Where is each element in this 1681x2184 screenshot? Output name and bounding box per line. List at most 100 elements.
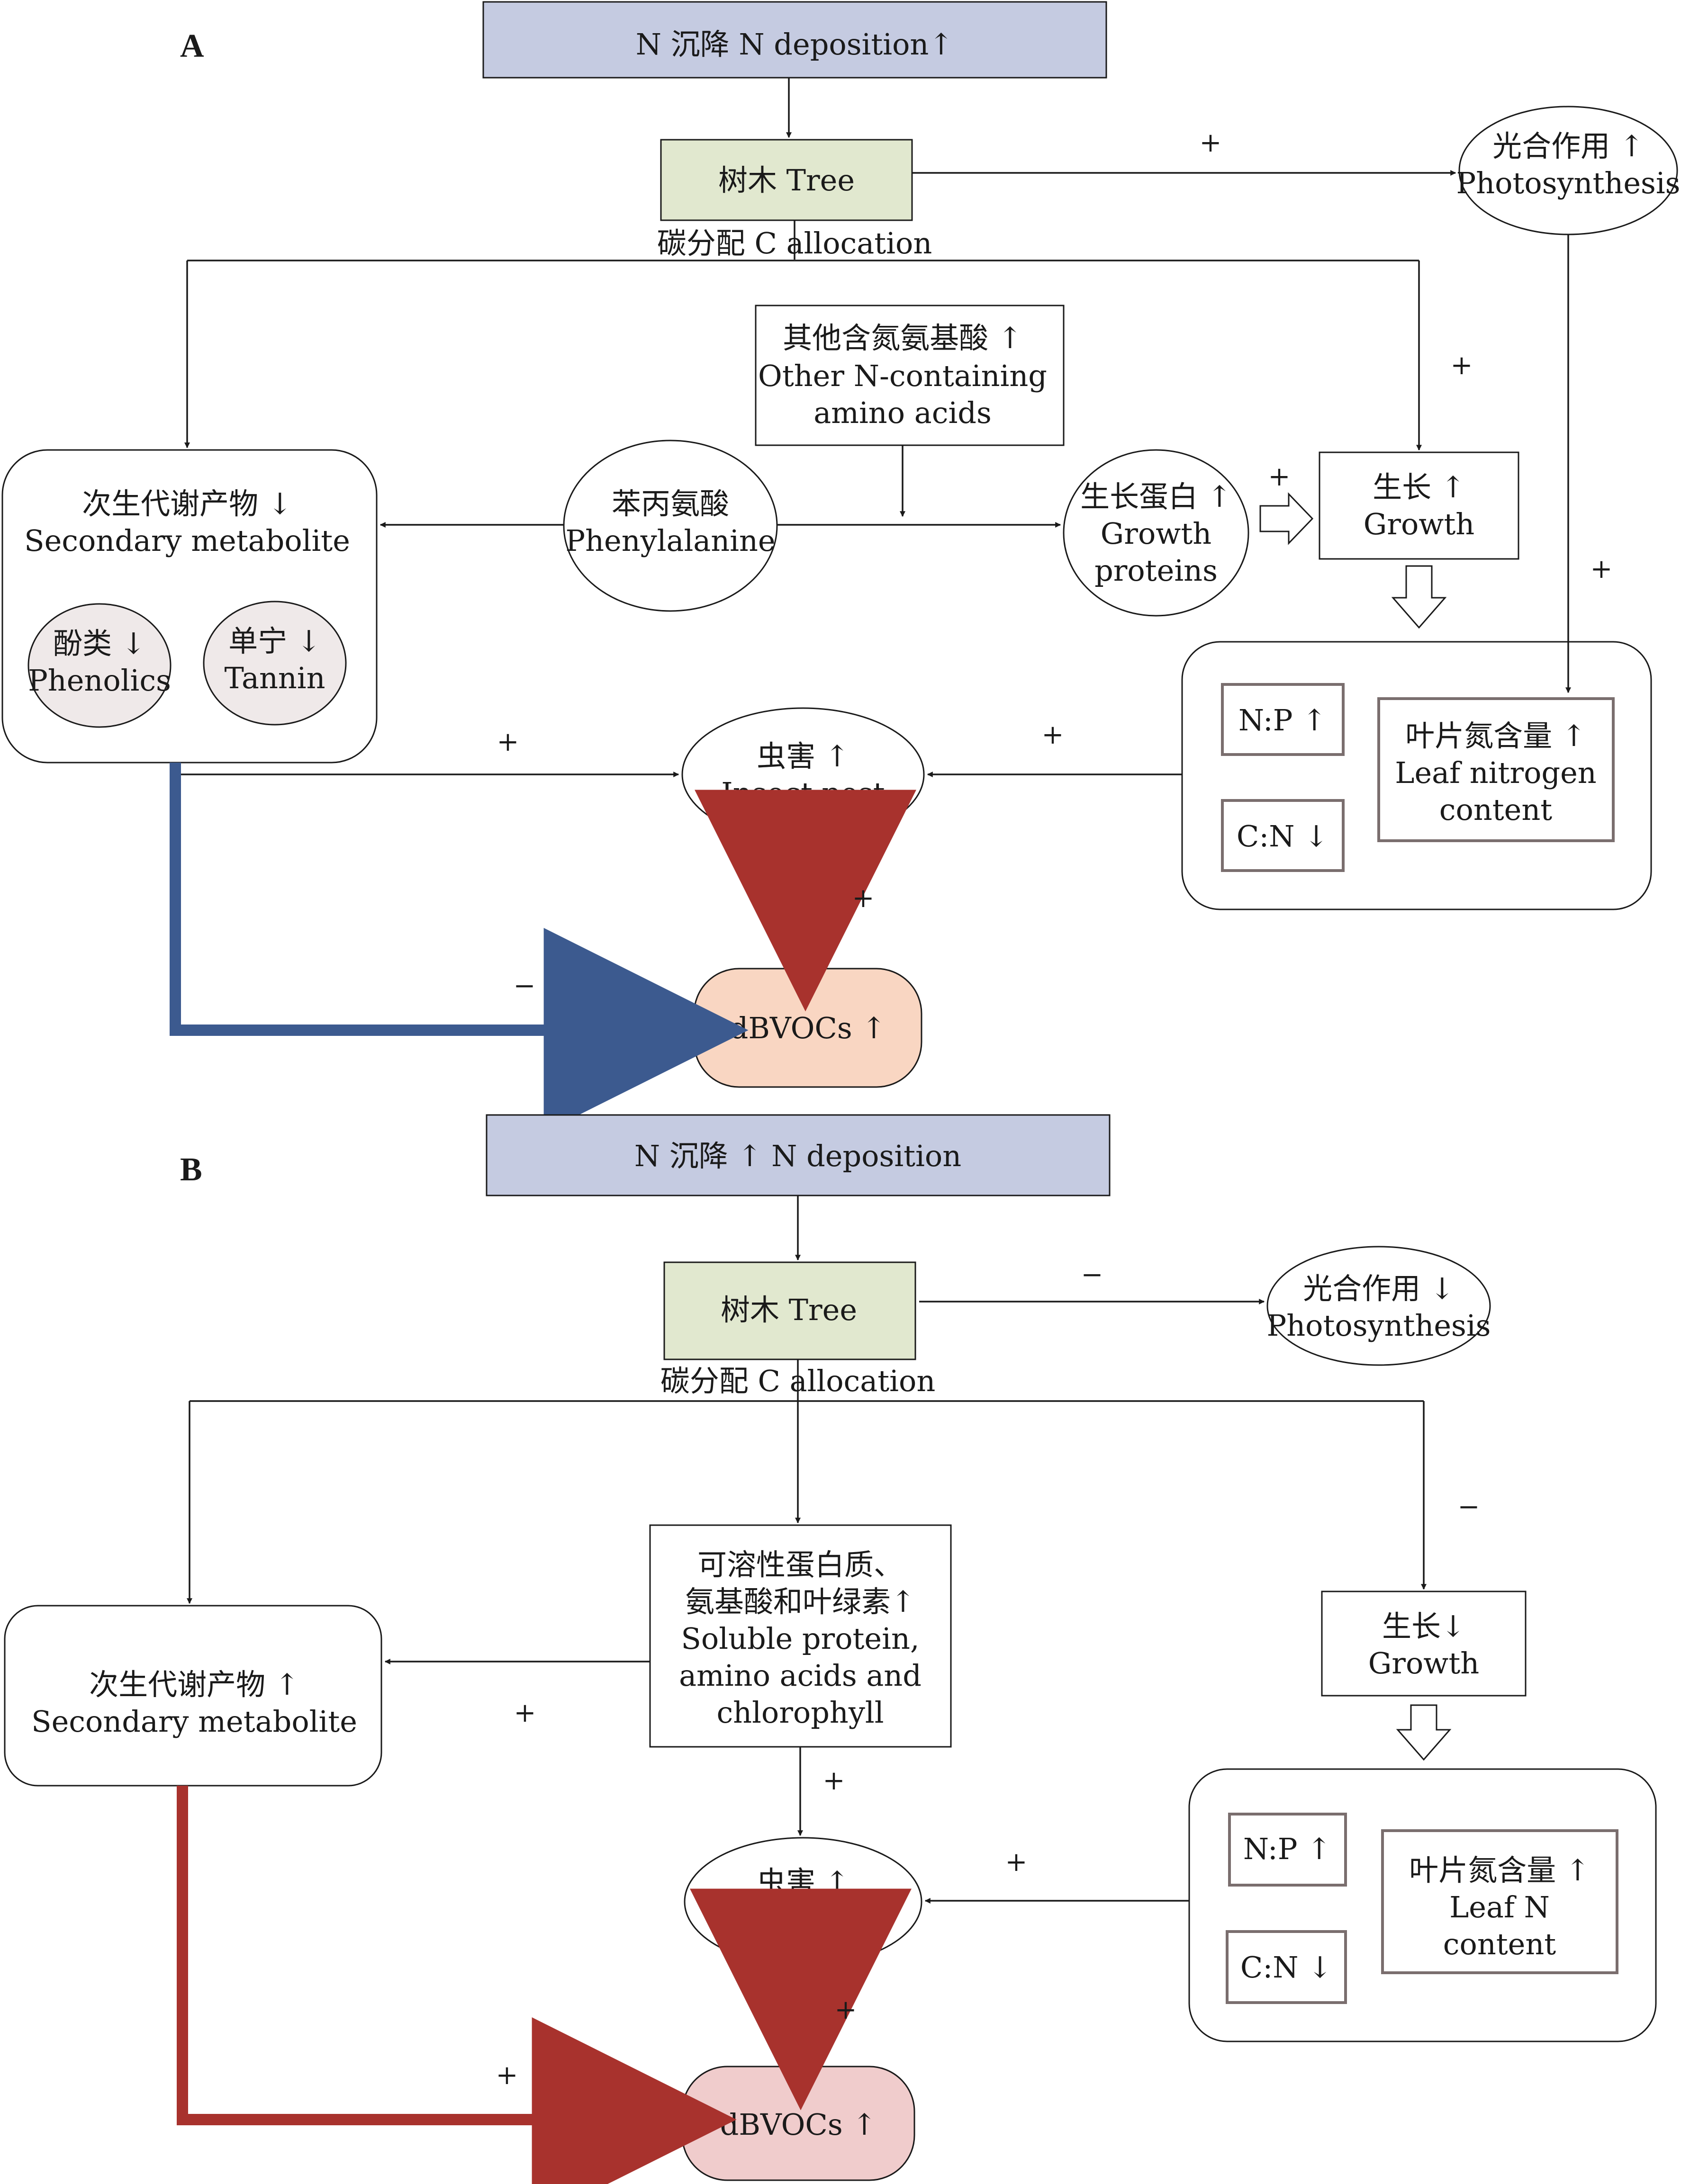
growth-line2-a: Growth bbox=[1364, 507, 1474, 541]
n-deposition-box-b: N 沉降 ↑ N deposition bbox=[486, 1114, 1111, 1196]
tannin-line1-a: 单宁 ↓ bbox=[228, 624, 321, 658]
dbvocs-box-b: dBVOCs ↑ bbox=[681, 2066, 915, 2181]
growth-proteins-line2-a: Growth bbox=[1101, 516, 1211, 551]
arrow-secondary-to-dbvocs-b bbox=[177, 1786, 737, 2184]
leaf-n-box-b: 叶片氮含量 ↑ Leaf N content bbox=[1381, 1829, 1618, 1974]
cn-label-b: C:N ↓ bbox=[1240, 1950, 1332, 1985]
sign-tree-photosynthesis-b: − bbox=[1081, 1259, 1103, 1290]
n-deposition-box-a: N 沉降 N deposition↑ bbox=[482, 1, 1107, 79]
photosynthesis-ellipse-b: 光合作用 ↓ Photosynthesis bbox=[1266, 1246, 1491, 1366]
soluble-line4-b: amino acids and bbox=[679, 1658, 922, 1693]
tannin-ellipse-a: 单宁 ↓ Tannin bbox=[203, 601, 347, 726]
hollow-arrow-proteins-to-growth-a bbox=[1259, 492, 1314, 545]
leaf-nitrogen-box-a: 叶片氮含量 ↑ Leaf nitrogen content bbox=[1377, 697, 1615, 842]
phenolics-ellipse-a: 酚类 ↓ Phenolics bbox=[27, 603, 172, 728]
sign-insect-dbvocs-b: + bbox=[835, 1995, 857, 2025]
soluble-line5-b: chlorophyll bbox=[716, 1695, 884, 1730]
panel-b: B N 沉降 ↑ N deposition 树木 Tree 碳分配 C allo… bbox=[4, 1114, 1657, 2184]
np-box-b: N:P ↑ bbox=[1228, 1813, 1347, 1887]
np-label-a: N:P ↑ bbox=[1238, 703, 1327, 737]
insect-pest-ellipse-a: 虫害 ↑ Insect pest bbox=[681, 707, 925, 842]
sign-soluble-insect-b: + bbox=[823, 1765, 845, 1796]
other-n-line2-a: Other N-containing bbox=[758, 359, 1047, 393]
growth-box-a: 生长 ↑ Growth bbox=[1319, 451, 1519, 560]
other-n-line1-a: 其他含氮氨基酸 ↑ bbox=[783, 321, 1022, 355]
secondary-metabolite-box-a: 次生代谢产物 ↓ Secondary metabolite 酚类 ↓ Pheno… bbox=[1, 449, 378, 764]
leaf-nitrogen-line3-a: content bbox=[1439, 792, 1553, 827]
insect-pest-line1-b: 虫害 ↑ bbox=[757, 1865, 850, 1899]
sign-proteins-growth-a: + bbox=[1268, 461, 1291, 492]
secondary-line2-b: Secondary metabolite bbox=[31, 1704, 357, 1739]
sign-tree-photosynthesis-a: + bbox=[1200, 127, 1222, 158]
leaf-traits-box-b: N:P ↑ C:N ↓ 叶片氮含量 ↑ Leaf N content bbox=[1188, 1768, 1657, 2042]
photosynthesis-line2-b: Photosynthesis bbox=[1267, 1308, 1491, 1343]
sign-leaf-insect-b: + bbox=[1005, 1847, 1028, 1878]
photosynthesis-line1-b: 光合作用 ↓ bbox=[1303, 1271, 1455, 1306]
sign-to-growth-b: − bbox=[1458, 1492, 1480, 1522]
growth-line2-b: Growth bbox=[1368, 1646, 1479, 1681]
sign-leaf-insect-a: + bbox=[1042, 719, 1064, 750]
insect-pest-ellipse-b: 虫害 ↑ Insect pest bbox=[684, 1837, 922, 1967]
photosynthesis-ellipse-a: 光合作用 ↑ Photosynthesis bbox=[1456, 106, 1681, 235]
leaf-nitrogen-line2-a: Leaf nitrogen bbox=[1395, 755, 1596, 790]
connectors-a bbox=[180, 78, 1571, 777]
arrow-secondary-to-dbvocs-a bbox=[170, 763, 749, 1132]
secondary-line1-b: 次生代谢产物 ↑ bbox=[89, 1667, 299, 1702]
growth-proteins-line3-a: proteins bbox=[1094, 553, 1218, 588]
connectors-b bbox=[187, 1195, 1452, 1904]
growth-line1-a: 生长 ↑ bbox=[1373, 470, 1465, 504]
secondary-line2-a: Secondary metabolite bbox=[24, 523, 350, 558]
sign-soluble-secondary-b: + bbox=[514, 1698, 536, 1728]
tannin-line2-a: Tannin bbox=[224, 661, 325, 695]
leaf-traits-box-a: N:P ↑ C:N ↓ 叶片氮含量 ↑ Leaf nitrogen conten… bbox=[1181, 641, 1652, 910]
soluble-protein-box-b: 可溶性蛋白质、 氨基酸和叶绿素↑ Soluble protein, amino … bbox=[649, 1524, 952, 1748]
panel-a: A N 沉降 N deposition↑ 树木 Tree 碳分配 C alloc… bbox=[1, 1, 1681, 1132]
leaf-n-line2-b: Leaf N bbox=[1449, 1890, 1550, 1924]
tree-label-a: 树木 Tree bbox=[718, 163, 855, 198]
dbvocs-label-b: dBVOCs ↑ bbox=[720, 2107, 877, 2142]
hollow-arrow-growth-to-leaf-b bbox=[1396, 1704, 1452, 1761]
secondary-metabolite-box-b: 次生代谢产物 ↑ Secondary metabolite bbox=[4, 1605, 382, 1787]
dbvocs-label-a: dBVOCs ↑ bbox=[730, 1011, 886, 1045]
tree-box-b: 树木 Tree bbox=[663, 1261, 916, 1360]
growth-proteins-ellipse-a: 生长蛋白 ↑ Growth proteins bbox=[1063, 449, 1249, 617]
panel-a-label: A bbox=[180, 28, 204, 64]
n-deposition-label-a: N 沉降 N deposition↑ bbox=[636, 27, 954, 62]
leaf-nitrogen-line1-a: 叶片氮含量 ↑ bbox=[1405, 719, 1586, 753]
phenylalanine-line1-a: 苯丙氨酸 bbox=[612, 486, 729, 521]
soluble-line2-b: 氨基酸和叶绿素↑ bbox=[685, 1584, 915, 1619]
phenolics-line2-a: Phenolics bbox=[28, 663, 171, 698]
phenolics-line1-a: 酚类 ↓ bbox=[53, 626, 146, 661]
tree-label-b: 树木 Tree bbox=[721, 1293, 857, 1327]
growth-line1-b: 生长↓ bbox=[1382, 1609, 1465, 1644]
insect-pest-line2-b: Insect pest bbox=[721, 1902, 885, 1936]
panel-b-label: B bbox=[180, 1151, 202, 1188]
dbvocs-box-a: dBVOCs ↑ bbox=[693, 968, 922, 1088]
np-box-a: N:P ↑ bbox=[1221, 683, 1345, 756]
secondary-line1-a: 次生代谢产物 ↓ bbox=[82, 486, 292, 521]
growth-proteins-line1-a: 生长蛋白 ↑ bbox=[1080, 479, 1232, 514]
sign-secondary-insect-a: + bbox=[497, 727, 519, 757]
tree-box-a: 树木 Tree bbox=[660, 139, 913, 221]
cn-label-a: C:N ↓ bbox=[1237, 819, 1329, 854]
sign-to-growth-a: + bbox=[1451, 350, 1473, 381]
n-deposition-label-b: N 沉降 ↑ N deposition bbox=[634, 1139, 961, 1173]
phenylalanine-ellipse-a: 苯丙氨酸 Phenylalanine bbox=[563, 440, 778, 612]
phenylalanine-line2-a: Phenylalanine bbox=[565, 523, 775, 558]
sign-secondary-dbvocs-a: − bbox=[514, 971, 536, 1001]
sign-photosynthesis-leaf-a: + bbox=[1591, 554, 1613, 584]
cn-box-b: C:N ↓ bbox=[1226, 1930, 1347, 2004]
sign-secondary-dbvocs-b: + bbox=[496, 2060, 518, 2091]
hollow-arrow-growth-to-leaf-a bbox=[1391, 565, 1447, 629]
photosynthesis-line1-a: 光合作用 ↑ bbox=[1492, 129, 1644, 163]
leaf-n-line3-b: content bbox=[1443, 1927, 1556, 1961]
insect-pest-line1-a: 虫害 ↑ bbox=[757, 739, 850, 773]
np-label-b: N:P ↑ bbox=[1243, 1832, 1331, 1866]
other-n-amino-acids-box-a: 其他含氮氨基酸 ↑ Other N-containing amino acids bbox=[755, 305, 1065, 446]
insect-pest-line2-a: Insect pest bbox=[721, 776, 885, 810]
photosynthesis-line2-a: Photosynthesis bbox=[1456, 166, 1681, 200]
growth-box-b: 生长↓ Growth bbox=[1321, 1591, 1527, 1697]
soluble-line1-b: 可溶性蛋白质、 bbox=[697, 1547, 903, 1582]
other-n-line3-a: amino acids bbox=[813, 395, 992, 430]
